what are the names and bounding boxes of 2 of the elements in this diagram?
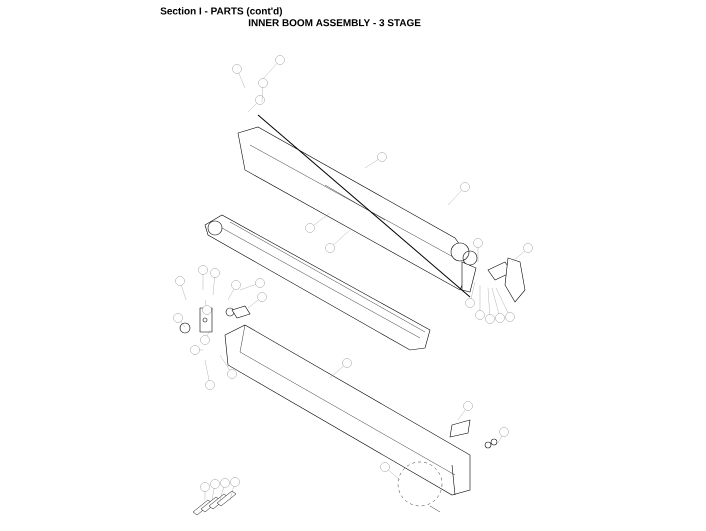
subtitle: INNER BOOM ASSEMBLY - 3 STAGE [248, 19, 421, 26]
title: Section I - PARTS (cont'd) [160, 7, 282, 16]
